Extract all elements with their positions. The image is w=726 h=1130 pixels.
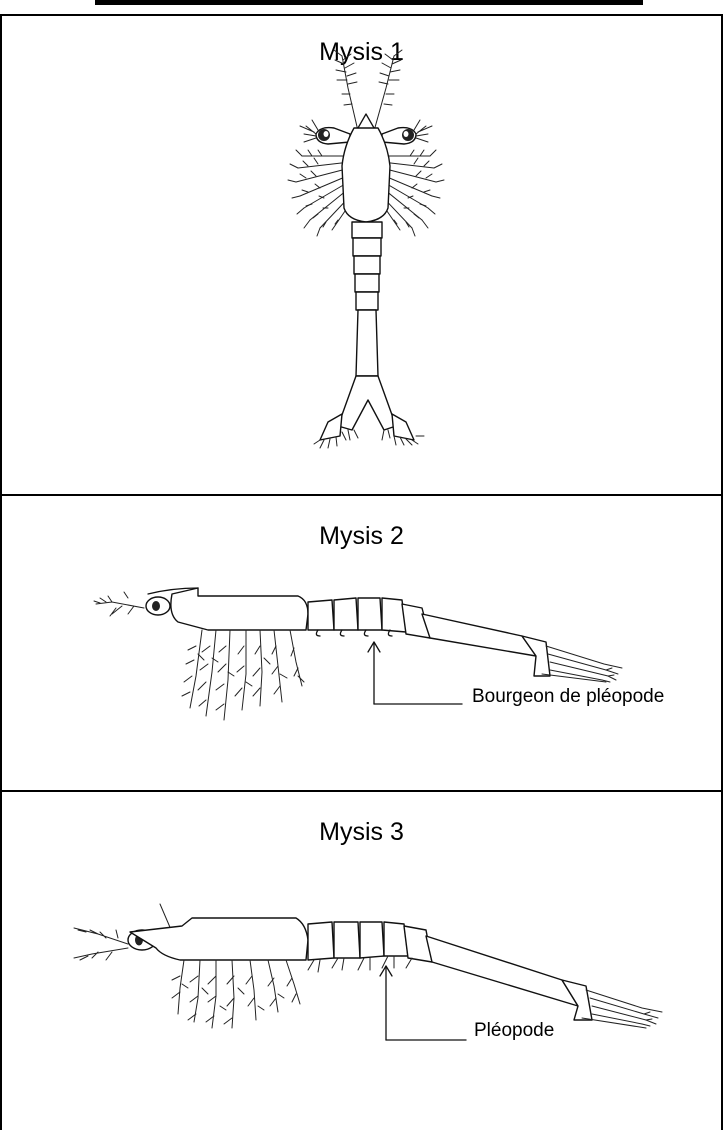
eye-left [316,128,350,144]
tail [582,990,662,1028]
thoracic-setae [182,630,304,720]
pleopod-buds [316,630,392,636]
carapace [342,128,390,222]
antennule-left [334,50,358,131]
tail-fan [314,376,424,448]
eye-right [382,128,416,144]
abdomen [352,222,382,376]
panel-mysis-3: Mysis 3 [0,790,723,1130]
eye [146,597,170,615]
antenna-right [414,120,432,142]
label-bourgeon-de-pleopode: Bourgeon de pléopode [472,686,664,708]
pleopod-bud-leader [368,642,462,704]
tail [542,646,622,682]
panel-mysis-2: Mysis 2 [0,494,723,792]
antenna-left [300,120,318,142]
abdomen [308,598,550,676]
pleopod-leader [380,966,466,1040]
label-pleopode: Pléopode [474,1020,554,1042]
thoracic-setae [172,960,300,1028]
abdomen [308,922,592,1020]
antennae [94,592,144,616]
carapace [171,588,308,630]
panel-mysis-1: Mysis 1 [0,14,723,496]
carapace [130,918,308,960]
antennule-right [374,50,402,131]
mysis-3-drawing [2,792,723,1130]
mysis-2-drawing [2,496,723,792]
header-bar [95,0,643,5]
mysis-1-drawing [2,16,723,496]
